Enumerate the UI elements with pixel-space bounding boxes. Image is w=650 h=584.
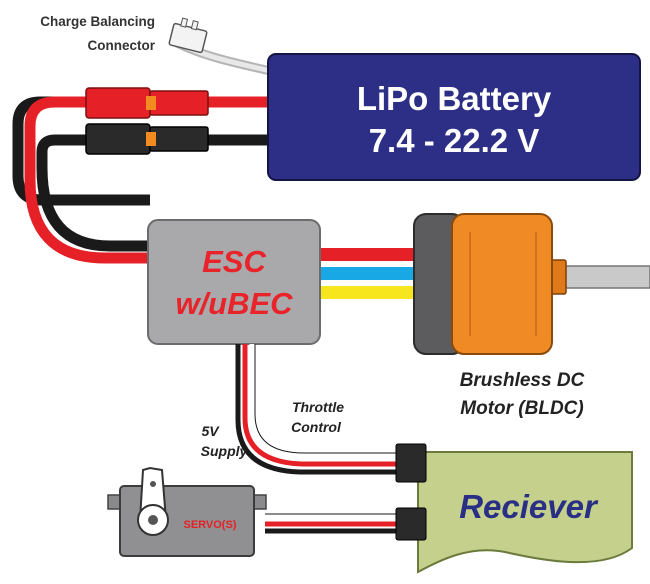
lipo-battery: LiPo Battery 7.4 - 22.2 V: [267, 53, 641, 181]
servo-to-receiver-cable: [265, 513, 420, 534]
battery-voltage-label: 7.4 - 22.2 V: [369, 122, 540, 159]
servo-motor: SERVO(S): [107, 466, 267, 557]
motor-phase-wires: [320, 248, 416, 299]
battery-power-leads: [12, 96, 278, 264]
receiver-label: Reciever: [459, 488, 599, 525]
esc-module: ESC w/uBEC: [147, 219, 321, 345]
esc-to-receiver-cable: [235, 344, 420, 475]
esc-label-line2: w/uBEC: [175, 286, 293, 321]
throttle-control-label-line2: Control: [291, 419, 342, 435]
receiver-module: Reciever: [395, 443, 633, 574]
supply-label-line1: 5V: [201, 423, 220, 439]
battery-connectors: [85, 87, 209, 155]
battery-label-line1: LiPo Battery: [357, 80, 552, 117]
motor-label-line2: Motor (BLDC): [460, 398, 583, 419]
throttle-control-label-line1: Throttle: [292, 399, 344, 415]
servo-label: SERVO(S): [184, 519, 237, 531]
bldc-motor: [413, 213, 650, 355]
supply-label-line2: Supply: [201, 443, 249, 459]
charge-balancing-label-line2: Connector: [88, 38, 156, 53]
motor-label-line1: Brushless DC: [460, 370, 585, 391]
charge-balancing-label-line1: Charge Balancing: [40, 14, 155, 29]
charge-balancing-connector: [168, 17, 280, 77]
esc-label-line1: ESC: [202, 244, 266, 279]
